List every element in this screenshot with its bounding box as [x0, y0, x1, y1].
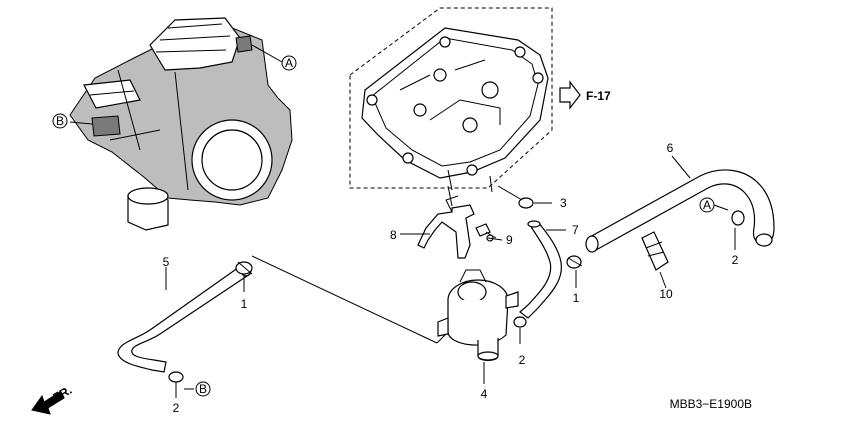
callout-1-left: 1	[241, 297, 248, 311]
connector-b-marker-engine: B	[52, 113, 68, 129]
diagram-code: MBB3−E1900B	[670, 397, 752, 411]
callout-4: 4	[481, 387, 488, 401]
clip-part-2-right	[731, 210, 745, 226]
callout-2-right: 2	[732, 253, 739, 267]
svg-text:A: A	[285, 56, 293, 70]
page-reference-arrow: F-17	[559, 80, 611, 110]
callout-7: 7	[572, 223, 579, 237]
callout-9: 9	[506, 233, 513, 247]
svg-text:B: B	[199, 382, 207, 396]
callout-3: 3	[560, 196, 567, 210]
hose-part-6	[585, 169, 775, 253]
callout-2-middle: 2	[519, 353, 526, 367]
hose-part-7	[519, 220, 562, 319]
bolt-part-9	[475, 223, 497, 242]
clamp-part-1-right	[566, 255, 583, 269]
clip-part-2-left	[168, 371, 184, 383]
front-direction-arrow: FR.	[31, 383, 74, 415]
head-cover-dashed-outline	[349, 7, 553, 189]
connector-a-marker-engine: A	[281, 55, 297, 71]
callout-1-right: 1	[573, 291, 580, 305]
clamp-part-10	[641, 231, 669, 271]
page-reference-label: F-17	[586, 89, 611, 103]
engine-illustration	[69, 17, 293, 231]
bracket-part-8	[417, 195, 475, 259]
clip-part-2-middle	[513, 316, 527, 328]
callout-8: 8	[390, 228, 397, 242]
svg-text:B: B	[56, 114, 64, 128]
clip-part-3	[518, 197, 534, 209]
head-cover-illustration	[361, 27, 549, 193]
leader-lines	[165, 155, 736, 398]
connector-b-marker-hose: B	[195, 381, 211, 397]
callout-5: 5	[163, 255, 170, 269]
valve-part-4	[437, 269, 519, 362]
svg-text:A: A	[703, 198, 711, 212]
connector-a-marker-hose: A	[699, 197, 715, 213]
callout-2-left: 2	[173, 401, 180, 415]
callout-10: 10	[659, 287, 673, 301]
hose-part-5	[117, 263, 252, 373]
callout-6: 6	[667, 141, 674, 155]
clamp-part-1-left	[235, 261, 253, 275]
